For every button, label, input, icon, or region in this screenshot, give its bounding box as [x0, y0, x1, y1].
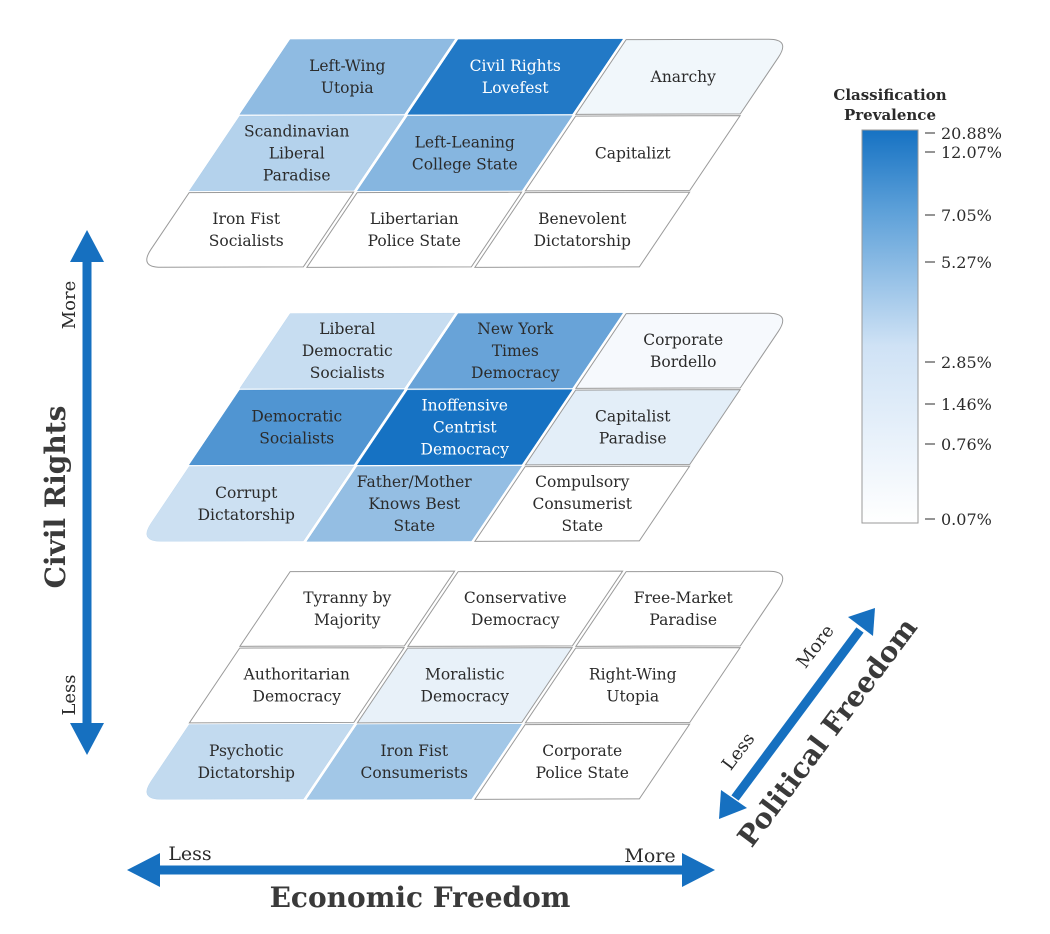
tile-middle-r0-c1: [306, 465, 523, 542]
civil-rights-more-label: More: [59, 281, 80, 330]
tile-top-r2-c1: [407, 38, 624, 115]
tile-top-r2-c2: [574, 38, 784, 115]
tile-middle-r1-c1: [356, 389, 573, 466]
tile-middle-r0-c0: [146, 465, 355, 542]
political-freedom-arrow-up-icon: [848, 608, 875, 636]
legend-tick-label: 5.27%: [941, 253, 992, 272]
legend-title-line1: Classification: [833, 86, 946, 104]
tile-middle-r1-c0: [188, 389, 405, 466]
civil-rights-axis-title: Civil Rights: [39, 406, 72, 589]
tile-middle-r2-c2: [574, 312, 784, 389]
tile-middle-r0-c2: [473, 465, 691, 542]
tile-top-r1-c0: [188, 115, 405, 192]
legend-ticks: 20.88%12.07% 7.05% 5.27% 2.85% 1.46% 0.76% 0.0…: [925, 124, 1002, 529]
tile-middle-r2-c0: [239, 312, 456, 389]
tile-bottom-r0-c0: [146, 723, 355, 800]
legend-color-bar: [861, 129, 919, 524]
legend-tick-label: 12.07%: [941, 143, 1002, 162]
legend-title-line2: Prevalence: [844, 106, 936, 124]
legend-tick-label: 20.88%: [941, 124, 1002, 143]
economic-freedom-more-label: More: [624, 845, 675, 867]
tile-bottom-r2-c2: [574, 570, 784, 647]
tile-bottom-r2-c1: [406, 570, 624, 647]
tile-bottom-r1-c2: [524, 647, 742, 724]
civil-rights-arrow-down-icon: [70, 723, 104, 755]
legend-tick-label: 1.46%: [941, 395, 992, 414]
economic-freedom-arrow-right-icon: [682, 853, 715, 887]
tile-top-r0-c2: [473, 191, 691, 268]
tile-top-r1-c2: [524, 115, 742, 192]
political-freedom-axis: More Less Political Freedom: [718, 608, 924, 853]
economic-freedom-less-label: Less: [168, 843, 211, 865]
legend-tick-label: 0.76%: [941, 435, 992, 454]
political-freedom-axis-shaft: [731, 627, 864, 801]
tile-bottom-r0-c2: [473, 723, 691, 800]
civil-rights-arrow-up-icon: [70, 230, 104, 262]
tile-label-top-r2-c2: Anarchy: [650, 68, 716, 86]
tile-top-r1-c1: [356, 115, 573, 192]
civil-rights-less-label: Less: [59, 674, 80, 715]
civil-rights-axis: More Less Civil Rights: [39, 230, 104, 755]
legend-tick-label: 0.07%: [941, 510, 992, 529]
tile-middle-r2-c1: [407, 312, 624, 389]
legend-tick-label: 2.85%: [941, 353, 992, 372]
tile-top-r0-c0: [146, 191, 355, 268]
tile-bottom-r0-c1: [306, 723, 523, 800]
tile-top-r2-c0: [239, 38, 456, 115]
tile-top-r0-c1: [305, 191, 523, 268]
tile-bottom-r1-c1: [356, 647, 574, 724]
tile-middle-r1-c2: [524, 389, 742, 466]
economic-freedom-axis-title: Economic Freedom: [270, 881, 571, 914]
tile-bottom-r2-c0: [238, 570, 456, 647]
legend-tick-label: 7.05%: [941, 206, 992, 225]
economic-freedom-axis: Less More Economic Freedom: [127, 843, 715, 914]
political-freedom-arrow-down-icon: [719, 790, 747, 819]
tile-bottom-r1-c0: [188, 647, 406, 724]
prevalence-legend: Classification Prevalence 20.88%12.07% 7.…: [833, 86, 1002, 529]
tile-label-top-r1-c2: Capitalizt: [595, 144, 672, 162]
economic-freedom-arrow-left-icon: [127, 853, 160, 887]
